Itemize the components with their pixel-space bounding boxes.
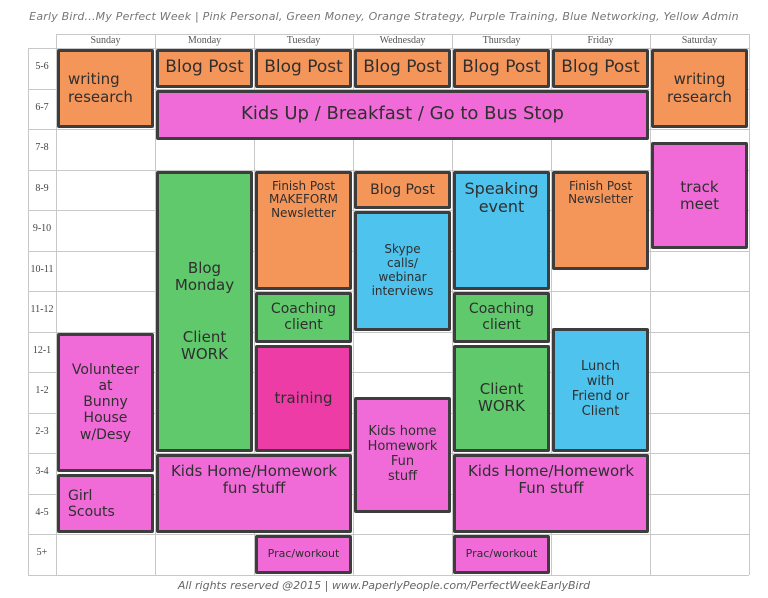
- grid-line-vertical: [254, 34, 255, 575]
- calendar-event[interactable]: Blog Post: [156, 49, 253, 88]
- hour-label: 7-8: [35, 142, 49, 154]
- day-header: Sunday: [90, 35, 121, 46]
- calendar-event[interactable]: Volunteer at Bunny House w/Desy: [57, 332, 154, 473]
- grid-line-horizontal: [28, 48, 749, 49]
- hour-label: 11-12: [30, 304, 54, 316]
- grid-line-vertical: [650, 34, 651, 575]
- calendar-event[interactable]: writing research: [57, 49, 154, 128]
- grid-line-horizontal: [28, 574, 749, 576]
- calendar-event[interactable]: Kids Home/Homework Fun stuff: [453, 454, 649, 533]
- calendar-event[interactable]: Kids home Homework Fun stuff: [354, 397, 451, 513]
- calendar-event[interactable]: Blog Post: [354, 49, 451, 88]
- grid-line-vertical: [551, 34, 552, 575]
- day-header: Monday: [187, 35, 222, 46]
- grid-line-horizontal: [28, 331, 749, 333]
- calendar-event[interactable]: Kids Up / Breakfast / Go to Bus Stop: [156, 89, 649, 141]
- hour-label: 6-7: [35, 101, 49, 113]
- day-header: Saturday: [681, 35, 718, 46]
- calendar-event[interactable]: Coaching client: [255, 292, 352, 343]
- calendar-event[interactable]: Coaching client: [453, 292, 550, 343]
- grid-line-horizontal: [28, 534, 749, 535]
- calendar-event[interactable]: Blog Post: [453, 49, 550, 88]
- grid-line-vertical: [28, 48, 29, 575]
- page-title: Early Bird...My Perfect Week | Pink Pers…: [29, 10, 739, 23]
- week-grid: Sunday Monday Tuesday Wednesday Thursday Frid…: [28, 34, 750, 576]
- grid-line-vertical: [56, 34, 57, 575]
- page-footer: All rights reserved @2015 | www.PaperlyP…: [177, 579, 591, 592]
- hour-label: 4-5: [35, 506, 49, 518]
- calendar-event[interactable]: Prac/workout: [453, 535, 550, 574]
- calendar-event[interactable]: Skype calls/ webinar interviews: [354, 211, 451, 331]
- hour-label: 2-3: [35, 425, 49, 437]
- hour-label: 1-2: [35, 385, 49, 397]
- grid-line-horizontal: [28, 88, 749, 90]
- grid-line-horizontal: [28, 210, 749, 211]
- hour-label: 10-11: [30, 263, 54, 275]
- calendar-event[interactable]: Lunch with Friend or Client: [552, 328, 649, 452]
- calendar-event[interactable]: Blog Monday Client WORK: [156, 170, 253, 452]
- grid-line-vertical: [155, 34, 156, 575]
- calendar-event[interactable]: training: [255, 344, 352, 452]
- calendar-event[interactable]: Girl Scouts: [57, 474, 154, 533]
- grid-line-vertical: [749, 34, 750, 575]
- calendar-event[interactable]: Kids Home/Homework fun stuff: [156, 454, 352, 533]
- calendar-event[interactable]: Client WORK: [453, 344, 550, 452]
- grid-line-vertical: [353, 34, 354, 575]
- calendar-event[interactable]: writing research: [651, 49, 748, 128]
- grid-line-vertical: [452, 34, 453, 575]
- hour-label: 9-10: [32, 223, 52, 235]
- day-header: Thursday: [482, 35, 521, 46]
- hour-label: 5+: [36, 547, 48, 559]
- grid-line-horizontal: [28, 372, 749, 373]
- grid-line-horizontal: [56, 34, 749, 35]
- calendar-event[interactable]: Speaking event: [453, 170, 550, 290]
- calendar-event[interactable]: track meet: [651, 142, 748, 250]
- day-header: Friday: [587, 35, 614, 46]
- hour-label: 3-4: [35, 466, 49, 478]
- calendar-event[interactable]: Blog Post: [552, 49, 649, 88]
- day-header: Wednesday: [379, 35, 426, 46]
- hour-label: 12-1: [32, 344, 52, 356]
- grid-line-horizontal: [28, 169, 749, 171]
- calendar-event[interactable]: Finish Post MAKEFORM Newsletter: [255, 170, 352, 290]
- day-header: Tuesday: [286, 35, 321, 46]
- calendar-event[interactable]: Finish Post Newsletter: [552, 170, 649, 270]
- calendar-event[interactable]: Blog Post: [255, 49, 352, 88]
- hour-label: 8-9: [35, 182, 49, 194]
- hour-label: 5-6: [35, 61, 49, 73]
- calendar-event[interactable]: Blog Post: [354, 170, 451, 209]
- calendar-event[interactable]: Prac/workout: [255, 535, 352, 574]
